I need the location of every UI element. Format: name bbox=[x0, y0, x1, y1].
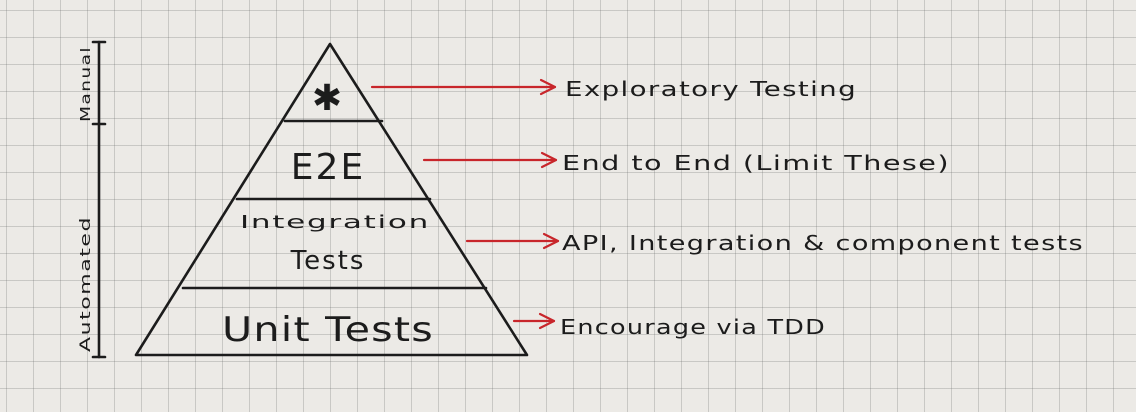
automated-label: Automated bbox=[78, 216, 94, 352]
tier-e2e-label: E2E bbox=[291, 147, 365, 188]
arrow-e2e bbox=[422, 151, 558, 169]
pyramid: ✱ E2E Integration Tests Unit Tests bbox=[134, 42, 529, 357]
arrow-integration bbox=[465, 232, 560, 250]
annotation-e2e: End to End (Limit These) bbox=[562, 151, 950, 175]
annotation-exploratory: Exploratory Testing bbox=[565, 77, 857, 101]
annotation-unit: Encourage via TDD bbox=[560, 315, 826, 339]
tier-unit-label: Unit Tests bbox=[222, 310, 434, 350]
tier-integration-label-line2: Tests bbox=[290, 246, 366, 276]
manual-label: Manual bbox=[79, 46, 94, 122]
exploratory-symbol-icon: ✱ bbox=[312, 78, 342, 119]
tier-integration-label-line1: Integration bbox=[240, 212, 430, 233]
annotation-integration: API, Integration & component tests bbox=[562, 231, 1084, 255]
arrow-exploratory bbox=[370, 78, 557, 96]
arrows bbox=[370, 78, 560, 330]
side-scale: Manual Automated bbox=[78, 40, 107, 359]
arrow-unit bbox=[512, 312, 556, 330]
annotations: Exploratory Testing End to End (Limit Th… bbox=[560, 77, 1084, 339]
